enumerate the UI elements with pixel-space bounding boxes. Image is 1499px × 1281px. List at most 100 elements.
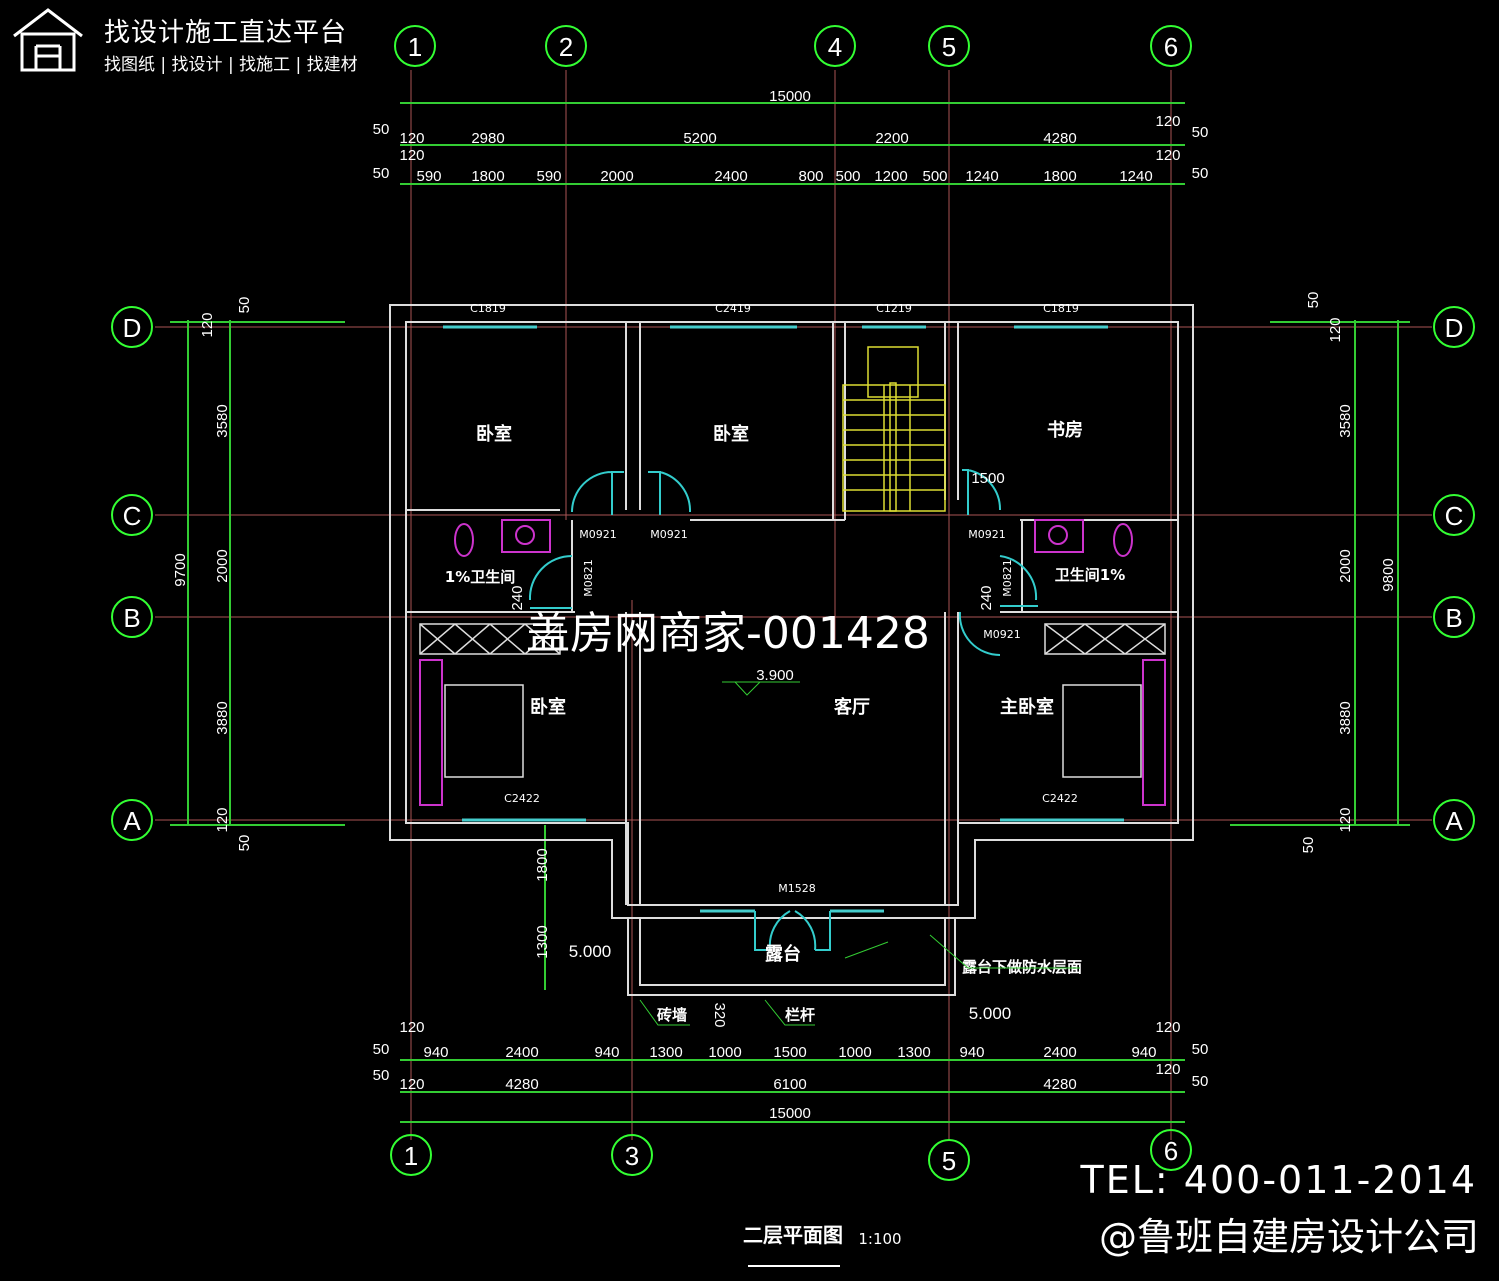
- dim-text: 50: [373, 165, 390, 182]
- dim-text: 940: [959, 1044, 984, 1061]
- axis-label: 6: [1164, 32, 1178, 62]
- dim-text: 1240: [1119, 168, 1152, 185]
- dim-text: 50: [1300, 837, 1317, 854]
- dim-text: 240: [978, 585, 995, 610]
- axis-label: 2: [559, 32, 573, 62]
- dim-text: 120: [1155, 1019, 1180, 1036]
- dim-text: 1800: [471, 168, 504, 185]
- dim-text: 2400: [714, 168, 747, 185]
- dim-text: 50: [1192, 124, 1209, 141]
- railing-label: 栏杆: [785, 1006, 815, 1024]
- dim-text: 3580: [214, 404, 231, 437]
- dim-text: 120: [399, 1019, 424, 1036]
- contact-tel: TEL: 400-011-2014: [1080, 1158, 1477, 1202]
- brand-logo: 找设计施工直达平台 找图纸 | 找设计 | 找施工 | 找建材: [10, 6, 410, 76]
- room-label: 主卧室: [1000, 696, 1054, 718]
- room-label: 书房: [1047, 419, 1083, 441]
- door-tag: M1528: [778, 882, 816, 895]
- dim-text: 3880: [214, 701, 231, 734]
- dim-text: 1500: [773, 1044, 806, 1061]
- axis-bubbles: 1 2 4 5 6 1 3 5 6 D C B A D C B A: [111, 25, 1475, 1181]
- dim-text: 2400: [505, 1044, 538, 1061]
- dim-text: 1000: [708, 1044, 741, 1061]
- dim-text: 120: [399, 147, 424, 164]
- dim-text: 3880: [1337, 701, 1354, 734]
- dim-text: 50: [1305, 292, 1322, 309]
- door-tag: M0821: [582, 559, 595, 597]
- window-tag: C2422: [504, 792, 540, 805]
- drawing-title: 二层平面图 1:100: [743, 1223, 902, 1267]
- dim-text: 50: [1192, 1073, 1209, 1090]
- brand-link: 找设计: [171, 55, 223, 75]
- brand-link: 找施工: [239, 55, 291, 75]
- room-labels: 卧室 卧室 书房 1%卫生间 卫生间1% 卧室 客厅 主卧室 露台: [445, 419, 1125, 965]
- window-tag: C2422: [1042, 792, 1078, 805]
- axis-grid: [155, 70, 1432, 1140]
- dim-text: 50: [236, 297, 253, 314]
- separator: |: [295, 55, 302, 75]
- dimension-lines: [170, 102, 1410, 1123]
- dim-text: 120: [1155, 1061, 1180, 1078]
- dim-text: 2000: [214, 549, 231, 582]
- elevation-label: 5.000: [969, 1004, 1012, 1023]
- wall-label: 砖墙: [657, 1006, 687, 1024]
- brand-links: 找图纸 | 找设计 | 找施工 | 找建材: [104, 50, 358, 75]
- window-tag: C1819: [470, 302, 506, 315]
- door-tag: M0921: [968, 528, 1006, 541]
- top-dimensions: 15000 50 120 2980 5200 2200 4280 120 50 …: [373, 88, 1209, 185]
- dim-text: 590: [416, 168, 441, 185]
- axis-label: 1: [408, 32, 422, 62]
- door-tag: M0921: [579, 528, 617, 541]
- misc-dimensions: 1800 1300 320 1500 240 240: [509, 470, 1005, 1028]
- elevation-label: 5.000: [569, 942, 612, 961]
- right-dimensions: 50 120 3580 2000 9800 3880 120 50: [1300, 292, 1397, 854]
- dim-text: 2400: [1043, 1044, 1076, 1061]
- dim-text: 120: [214, 807, 231, 832]
- drawing-title-text: 二层平面图: [743, 1223, 843, 1247]
- dim-text: 940: [1131, 1044, 1156, 1061]
- dim-text: 4280: [1043, 130, 1076, 147]
- dim-text: 50: [373, 1041, 390, 1058]
- dim-text: 120: [399, 130, 424, 147]
- dim-text: 4280: [1043, 1076, 1076, 1093]
- dim-text: 940: [423, 1044, 448, 1061]
- dim-text: 1240: [965, 168, 998, 185]
- dim-text: 590: [536, 168, 561, 185]
- dim-text: 50: [236, 835, 253, 852]
- dim-text: 120: [199, 312, 216, 337]
- window-tag: C1819: [1043, 302, 1079, 315]
- axis-label: 6: [1164, 1136, 1178, 1166]
- dim-text: 5200: [683, 130, 716, 147]
- door-tag: M0921: [983, 628, 1021, 641]
- brand-title: 找设计施工直达平台: [104, 18, 348, 48]
- dim-text: 50: [1192, 165, 1209, 182]
- room-label: 卧室: [713, 423, 749, 445]
- window-tag: C1219: [876, 302, 912, 315]
- dim-text: 2980: [471, 130, 504, 147]
- room-label: 露台: [765, 943, 801, 965]
- drawing-scale: 1:100: [858, 1230, 901, 1248]
- axis-label: D: [1445, 313, 1464, 343]
- window-tag: C2419: [715, 302, 751, 315]
- dim-text: 9800: [1380, 558, 1397, 591]
- dim-text: 500: [835, 168, 860, 185]
- axis-label: 4: [828, 32, 842, 62]
- axis-label: B: [123, 603, 140, 633]
- dim-text: 1800: [534, 848, 551, 881]
- separator: |: [160, 55, 167, 75]
- annotations: 栏杆 砖墙 露台下做防水层面 3.900 5.000 5.000: [569, 667, 1082, 1026]
- dim-text: 50: [373, 121, 390, 138]
- wardrobes-beds: [419, 623, 1166, 778]
- brand-link: 找图纸: [104, 55, 155, 75]
- dim-text: 1300: [649, 1044, 682, 1061]
- dim-text: 1500: [971, 470, 1004, 487]
- axis-label: D: [123, 313, 142, 343]
- dim-text: 240: [509, 585, 526, 610]
- separator: |: [227, 55, 234, 75]
- axis-label: B: [1445, 603, 1462, 633]
- dim-text: 800: [798, 168, 823, 185]
- elevation-label: 3.900: [756, 667, 794, 684]
- dim-text: 6100: [773, 1076, 806, 1093]
- dim-text: 120: [1155, 113, 1180, 130]
- dim-text: 940: [594, 1044, 619, 1061]
